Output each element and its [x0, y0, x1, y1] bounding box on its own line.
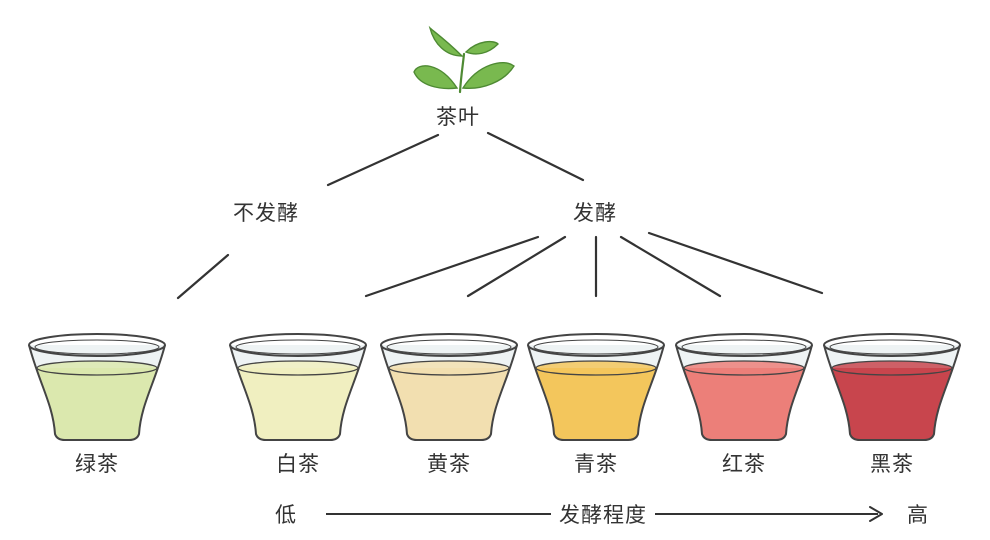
arrow-head-icon	[869, 506, 883, 522]
cup-white-tea	[229, 333, 367, 441]
cup-outline	[28, 344, 166, 441]
leaf-left	[413, 65, 459, 90]
scale-high-label: 高	[907, 503, 929, 527]
cup-liquid	[37, 368, 157, 440]
connector-root-to-fermented	[486, 131, 585, 182]
connector-fermented-to-yellow	[466, 235, 567, 298]
cup-liquid	[238, 368, 358, 440]
connector-fermented-to-white	[364, 235, 540, 298]
tea-label-yellow: 黄茶	[427, 452, 471, 476]
connectors	[176, 131, 824, 300]
cup-liquid-surface	[831, 360, 953, 376]
cup-outline	[380, 344, 518, 441]
tea-label-green: 绿茶	[75, 452, 119, 476]
cup-rim-inner	[386, 339, 512, 355]
cup-liquid-surface	[36, 360, 158, 376]
cup-outline	[527, 344, 665, 441]
branch-unfermented-label: 不发酵	[233, 201, 299, 225]
cup-rim	[229, 333, 367, 357]
tea-label-oolong: 青茶	[574, 452, 618, 476]
leaf-top-left	[428, 25, 464, 57]
cup-outline	[229, 344, 367, 441]
cup-rim-inner	[34, 339, 160, 355]
cup-rim	[28, 333, 166, 357]
leaf-stem	[458, 52, 466, 94]
cup-rim	[527, 333, 665, 357]
cup-liquid	[832, 368, 952, 440]
connector-unfermented-to-green	[176, 253, 230, 300]
tea-label-black: 红茶	[722, 452, 766, 476]
connector-root-to-unfermented	[326, 133, 440, 187]
tea-leaf-icon	[413, 25, 515, 94]
cup-green-tea	[28, 333, 166, 441]
leaf-right	[461, 62, 515, 89]
cup-rim	[675, 333, 813, 357]
cup-outline	[675, 344, 813, 441]
connector-fermented-to-dark	[647, 231, 824, 295]
tea-label-dark: 黑茶	[870, 452, 914, 476]
cup-outline	[823, 344, 961, 441]
cup-rim-inner	[235, 339, 361, 355]
cup-oolong-tea	[527, 333, 665, 441]
scale-low-label: 低	[275, 503, 297, 527]
cup-rim	[380, 333, 518, 357]
tea-cups	[28, 333, 961, 441]
leaf-top-right	[464, 40, 499, 55]
cup-rim	[823, 333, 961, 357]
cup-liquid-surface	[388, 360, 510, 376]
cup-liquid-surface	[535, 360, 657, 376]
branch-fermented-label: 发酵	[573, 201, 617, 225]
connector-fermented-to-black	[619, 235, 722, 298]
tea-label-white: 白茶	[276, 452, 320, 476]
root-label: 茶叶	[436, 105, 480, 129]
cup-liquid	[536, 368, 656, 440]
scale-title: 发酵程度	[551, 499, 655, 529]
cup-rim-inner	[533, 339, 659, 355]
cup-dark-tea	[823, 333, 961, 441]
cup-rim-inner	[681, 339, 807, 355]
cup-yellow-tea	[380, 333, 518, 441]
cup-liquid-surface	[683, 360, 805, 376]
cup-black-tea	[675, 333, 813, 441]
cup-liquid-surface	[237, 360, 359, 376]
cup-liquid	[389, 368, 509, 440]
cup-rim-inner	[829, 339, 955, 355]
cup-liquid	[684, 368, 804, 440]
